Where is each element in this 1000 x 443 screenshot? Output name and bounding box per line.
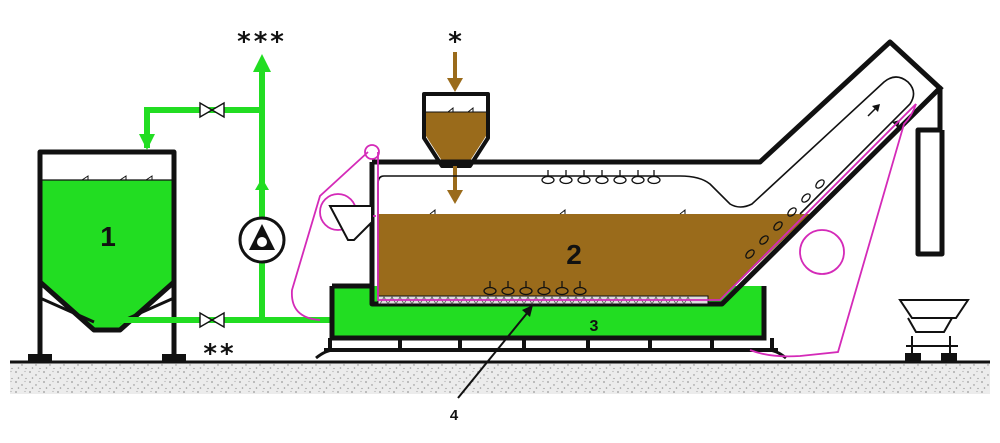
label-washer: 2 [566, 239, 582, 270]
arrow-water-out [253, 54, 271, 72]
machine-base [315, 338, 787, 360]
cart-icon [898, 299, 970, 361]
arrow-riser-up [255, 178, 269, 190]
conveyor-paddles-top [541, 170, 661, 185]
label-filter: 4 [450, 407, 459, 424]
label-water-out: *** [237, 27, 287, 57]
product-feed-arrow [447, 52, 463, 204]
arrow-into-tank [139, 134, 155, 150]
feed-hopper [422, 92, 490, 168]
label-water-in: ** [203, 339, 236, 369]
label-product-in: * [448, 27, 462, 57]
water-tank: 1 [28, 149, 186, 362]
label-basin: 3 [590, 318, 599, 335]
filter-pointer: 4 [450, 305, 533, 424]
conveyor-paddles-incline [745, 179, 825, 259]
tank-water [40, 180, 174, 328]
conveyor-paddles-bottom [483, 281, 587, 296]
ground [10, 362, 990, 394]
inlet-chute [328, 205, 373, 241]
label-tank: 1 [100, 221, 116, 252]
valve-icon [199, 311, 225, 329]
valve-icon [199, 101, 225, 119]
washer-product [378, 214, 810, 300]
pump-icon [238, 216, 286, 264]
